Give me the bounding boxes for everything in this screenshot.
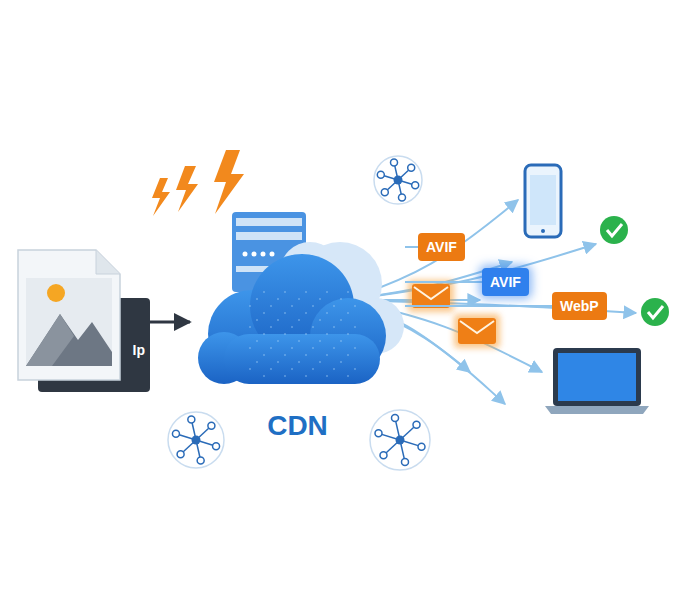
laptop-icon (545, 348, 649, 414)
delivery-lines (345, 200, 636, 404)
cloud-label: CDN (190, 410, 405, 442)
format-badge: WebP (552, 292, 607, 320)
format-label: WebP (560, 298, 599, 314)
format-label: AVIF (426, 239, 457, 255)
delivery-link (405, 246, 418, 248)
lightning-bolts (152, 150, 244, 216)
network-icon (374, 156, 422, 204)
phone-icon (525, 165, 561, 237)
image-document (16, 248, 136, 398)
image-card: Ip (38, 298, 150, 392)
cloud-shape (190, 222, 405, 402)
network-icon (168, 412, 224, 468)
format-badge: AVIF (418, 233, 465, 261)
upload-arrow (150, 321, 190, 324)
delivery-link (405, 281, 482, 283)
delivery-link (405, 305, 552, 307)
file-label: Ip (133, 342, 145, 358)
format-badge: AVIF (482, 268, 529, 296)
check-marks (600, 216, 669, 326)
format-label: AVIF (490, 274, 521, 290)
network-icon (370, 410, 430, 470)
network-icons (168, 156, 430, 470)
cdn-cloud: CDN (190, 222, 405, 444)
